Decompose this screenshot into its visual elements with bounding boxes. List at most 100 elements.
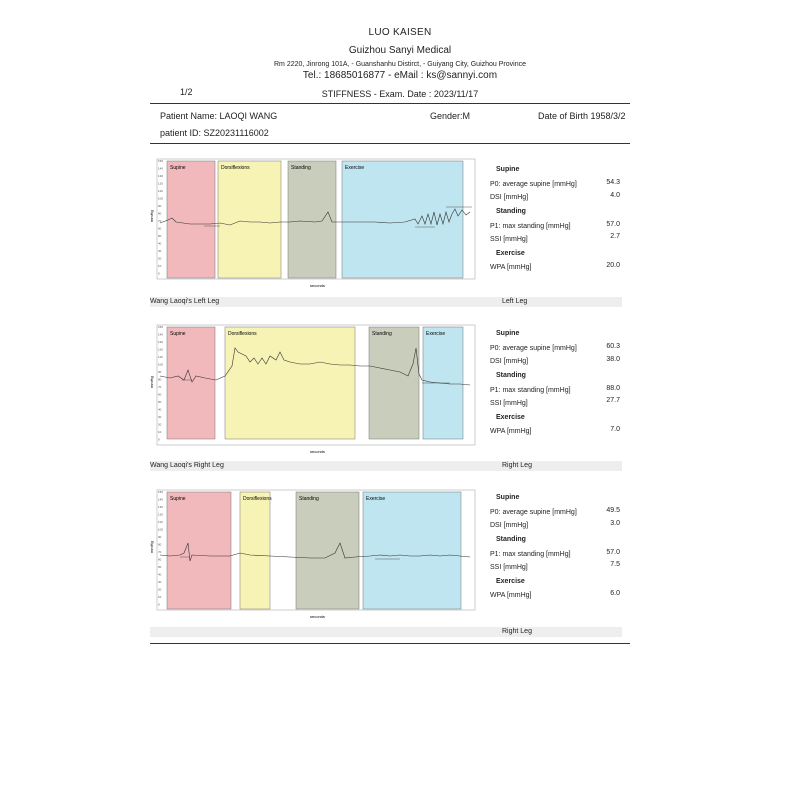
- section-label: Dorsiflexions: [243, 496, 272, 502]
- company-address: Rm 2220, Jinrong 101A, - Guanshanhu Dist…: [274, 61, 526, 68]
- pressure-trace: [159, 542, 471, 562]
- y-tick-label: 60: [158, 558, 162, 562]
- section-label: Supine: [170, 165, 186, 171]
- y-tick-label: 130: [158, 340, 163, 344]
- y-tick-label: 140: [158, 167, 163, 171]
- y-tick-label: 60: [158, 393, 162, 397]
- y-tick-label: 10: [158, 264, 162, 268]
- section-label: Supine: [170, 331, 186, 337]
- patient-gender: Gender:M: [430, 111, 471, 121]
- caption-left: Wang Laoqi's Right Leg: [150, 462, 224, 469]
- y-axis-label: mmHg: [150, 376, 154, 388]
- x-axis-label: seconds: [310, 283, 325, 288]
- y-tick-label: 140: [158, 498, 163, 502]
- section-label: Standing: [372, 331, 392, 337]
- section-label: Standing: [291, 165, 311, 171]
- caption-left: Wang Laoqi's Left Leg: [150, 298, 220, 305]
- y-tick-label: 100: [158, 197, 163, 201]
- company-name: Guizhou Sanyi Medical: [348, 45, 452, 56]
- x-axis-label: seconds: [310, 614, 325, 619]
- section-label: Supine: [170, 496, 186, 502]
- left-leg-stats: Supine P0: average supine [mmHg]54.3 DSI…: [490, 166, 620, 271]
- y-tick-label: 10: [158, 430, 162, 434]
- y-tick-label: 100: [158, 528, 163, 532]
- divider: [150, 103, 630, 104]
- y-tick-label: 110: [158, 189, 163, 193]
- caption-bar: Wang Laoqi's Left Leg Left Leg: [150, 297, 622, 307]
- y-tick-label: 10: [158, 595, 162, 599]
- y-tick-label: 70: [158, 385, 162, 389]
- section-label: Exercise: [345, 165, 364, 171]
- section-label: Exercise: [366, 496, 385, 502]
- y-tick-label: 20: [158, 588, 162, 592]
- y-tick-label: 120: [158, 513, 163, 517]
- y-tick-label: 80: [158, 543, 162, 547]
- exam-title: STIFFNESS - Exam. Date : 2023/11/17: [321, 89, 479, 99]
- section-label: Dorsiflexions: [228, 331, 257, 337]
- pressure-trace: [159, 208, 471, 226]
- y-tick-label: 50: [158, 400, 162, 404]
- clinician-name: LUO KAISEN: [368, 27, 432, 38]
- y-axis-label: mmHg: [150, 541, 154, 553]
- right-leg-pressure-chart: Supine Dorsiflexions Standing Exercise 1…: [150, 324, 476, 454]
- standing-region: [287, 160, 337, 279]
- patient-id: patient ID: SZ20231116002: [160, 128, 269, 138]
- y-tick-label: 120: [158, 182, 163, 186]
- y-tick-label: 90: [158, 370, 162, 374]
- y-axis-label: mmHg: [150, 210, 154, 222]
- right-leg-stats: Supine P0: average supine [mmHg]60.3 DSI…: [490, 330, 620, 435]
- y-tick-label: 150: [158, 490, 163, 494]
- pressure-trace: [159, 347, 471, 386]
- x-axis-label: seconds: [310, 449, 325, 454]
- y-tick-label: 60: [158, 227, 162, 231]
- y-tick-label: 110: [158, 520, 163, 524]
- y-tick-label: 0: [158, 272, 160, 276]
- caption-bar: Right Leg: [150, 627, 622, 637]
- caption-right: Right Leg: [502, 628, 532, 635]
- caption-right: Left Leg: [502, 298, 528, 305]
- y-tick-label: 30: [158, 580, 162, 584]
- y-tick-label: 20: [158, 423, 162, 427]
- divider: [150, 143, 630, 144]
- y-tick-label: 70: [158, 219, 162, 223]
- right-leg-stats-2: Supine P0: average supine [mmHg]49.5 DSI…: [490, 494, 620, 599]
- y-tick-label: 70: [158, 550, 162, 554]
- caption-bar: Wang Laoqi's Right Leg Right Leg: [150, 461, 622, 471]
- caption-right: Right Leg: [502, 462, 532, 469]
- y-tick-label: 40: [158, 573, 162, 577]
- patient-dob: Date of Birth 1958/3/2: [538, 111, 626, 121]
- left-leg-pressure-chart: Supine Dorsiflexions Standing Exercise 1…: [150, 158, 476, 288]
- y-tick-label: 130: [158, 505, 163, 509]
- section-label: Standing: [299, 496, 319, 502]
- y-tick-label: 20: [158, 257, 162, 261]
- y-tick-label: 140: [158, 333, 163, 337]
- section-label: Dorsiflexions: [221, 165, 250, 171]
- exercise-region: [341, 160, 464, 279]
- y-tick-label: 30: [158, 415, 162, 419]
- y-tick-label: 100: [158, 363, 163, 367]
- dorsiflexions-region: [217, 160, 282, 279]
- y-tick-label: 0: [158, 438, 160, 442]
- y-tick-label: 50: [158, 234, 162, 238]
- y-tick-label: 30: [158, 249, 162, 253]
- y-tick-label: 90: [158, 204, 162, 208]
- right-leg-pressure-chart-2: Supine Dorsiflexions Standing Exercise 1…: [150, 489, 476, 619]
- y-tick-label: 40: [158, 242, 162, 246]
- divider: [150, 643, 630, 644]
- supine-region: [166, 160, 216, 279]
- section-label: Exercise: [426, 331, 445, 337]
- y-tick-label: 150: [158, 159, 163, 163]
- y-tick-label: 120: [158, 348, 163, 352]
- y-tick-label: 80: [158, 212, 162, 216]
- company-contact: Tel.: 18685016877 - eMail : ks@sannyi.co…: [302, 70, 498, 81]
- y-tick-label: 40: [158, 408, 162, 412]
- y-tick-label: 130: [158, 174, 163, 178]
- y-tick-label: 90: [158, 535, 162, 539]
- page-number: 1/2: [180, 87, 193, 97]
- y-tick-label: 50: [158, 565, 162, 569]
- y-tick-label: 0: [158, 603, 160, 607]
- patient-name: Patient Name: LAOQI WANG: [160, 111, 278, 121]
